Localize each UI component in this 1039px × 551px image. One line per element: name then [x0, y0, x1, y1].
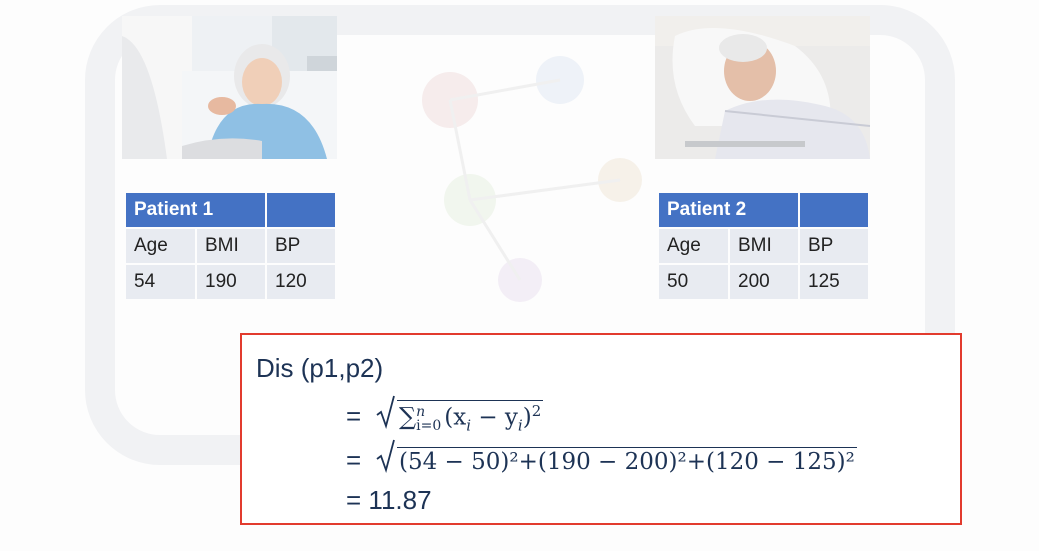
patient2-col-bp: BP — [800, 229, 868, 263]
patient1-header-blank — [267, 193, 335, 227]
patient1-photo — [122, 16, 337, 159]
patient1-bp-value: 120 — [267, 265, 335, 299]
patient2-photo — [655, 16, 870, 159]
patient1-table: Patient 1 Age BMI BP 54 190 120 — [124, 191, 337, 301]
patient1-col-bmi: BMI — [197, 229, 265, 263]
patient2-col-age: Age — [659, 229, 728, 263]
sqrt-icon — [376, 439, 395, 473]
patient1-age-value: 54 — [126, 265, 195, 299]
patient2-col-bmi: BMI — [730, 229, 798, 263]
patient2-header: Patient 2 — [659, 193, 798, 227]
patient1-col-bp: BP — [267, 229, 335, 263]
patient2-age-value: 50 — [659, 265, 728, 299]
sigma-icon: ∑ — [399, 403, 417, 431]
term-minus-y: − y — [471, 405, 518, 431]
x-subscript: i — [466, 416, 472, 435]
formula-numeric-line: = (54 − 50)²+(190 − 200)²+(120 − 125)² — [346, 439, 857, 476]
y-subscript: i — [517, 416, 523, 435]
patient2-bp-value: 125 — [800, 265, 868, 299]
equals-sign: = — [346, 401, 362, 431]
patient2-header-blank — [800, 193, 868, 227]
distance-title: Dis (p1,p2) — [256, 353, 384, 383]
sqrt-icon — [376, 395, 395, 429]
sum-upper: n — [416, 404, 426, 420]
patient1-header: Patient 1 — [126, 193, 265, 227]
sum-lower: i=0 — [416, 418, 442, 434]
term-exponent: 2 — [531, 402, 542, 421]
distance-result: = 11.87 — [346, 485, 432, 515]
patient1-col-age: Age — [126, 229, 195, 263]
equals-sign: = — [346, 445, 362, 475]
patient2-table: Patient 2 Age BMI BP 50 200 125 — [657, 191, 870, 301]
patient1-bmi-value: 190 — [197, 265, 265, 299]
patient2-bmi-value: 200 — [730, 265, 798, 299]
term-open: (x — [444, 405, 467, 431]
numeric-expression: (54 − 50)²+(190 − 200)²+(120 − 125)² — [397, 447, 857, 475]
term-close: ) — [522, 405, 532, 431]
